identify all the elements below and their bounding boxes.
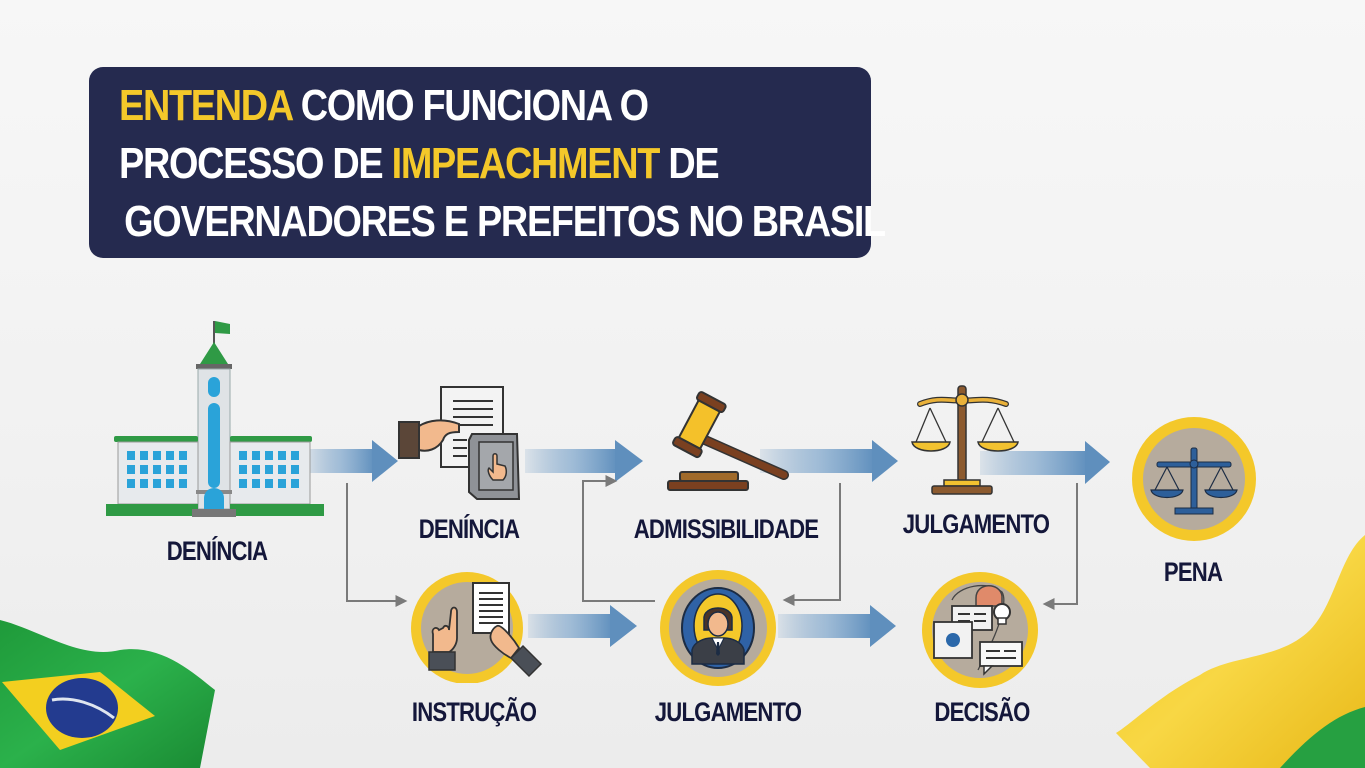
arrow-admissibilidade-to-julgamento xyxy=(760,440,898,482)
label-pena: PENA xyxy=(1163,557,1223,587)
hands-document-icon xyxy=(405,568,545,683)
arrow-denuncia-to-admissibilidade xyxy=(525,440,643,482)
title-banner: ENTENDA COMO FUNCIONA O PROCESSO DE IMPE… xyxy=(89,67,886,258)
title-highlight-entenda: ENTENDA xyxy=(119,81,293,130)
label-instrucao: INSTRUÇÃO xyxy=(411,697,537,727)
scales-of-justice-icon xyxy=(910,382,1020,497)
title-line-1: ENTENDA COMO FUNCIONA O xyxy=(119,81,649,130)
label-admissibilidade: ADMISSIBILIDADE xyxy=(633,514,819,544)
brazil-flag-left xyxy=(0,600,230,768)
gavel-icon xyxy=(660,390,790,495)
title-line-2: PROCESSO DE IMPEACHMENT DE xyxy=(119,139,720,188)
blue-scales-icon xyxy=(1131,416,1257,542)
title-line-3: GOVERNADORES E PREFEITOS NO BRASIL xyxy=(124,197,886,246)
brazil-flag-right xyxy=(1110,535,1365,768)
judge-person-icon xyxy=(656,568,780,688)
arrow-julgamento-to-decisao xyxy=(778,605,896,647)
speech-bubbles-decision-icon xyxy=(918,570,1042,690)
government-building-icon xyxy=(100,318,326,523)
arrow-building-to-denuncia xyxy=(305,440,398,482)
title-highlight-impeachment: IMPEACHMENT xyxy=(391,139,661,188)
label-building-denuncia: DENÍNCIA xyxy=(166,536,268,566)
label-julgamento-bottom: JULGAMENTO xyxy=(654,697,802,727)
label-denuncia: DENÍNCIA xyxy=(418,514,520,544)
hand-document-tablet-icon xyxy=(397,384,527,504)
arrow-instrucao-to-julgamento xyxy=(528,605,637,647)
arrow-julgamento-to-pena xyxy=(980,441,1110,484)
label-julgamento-top: JULGAMENTO xyxy=(902,509,1050,539)
label-decisao: DECISÃO xyxy=(934,697,1030,727)
